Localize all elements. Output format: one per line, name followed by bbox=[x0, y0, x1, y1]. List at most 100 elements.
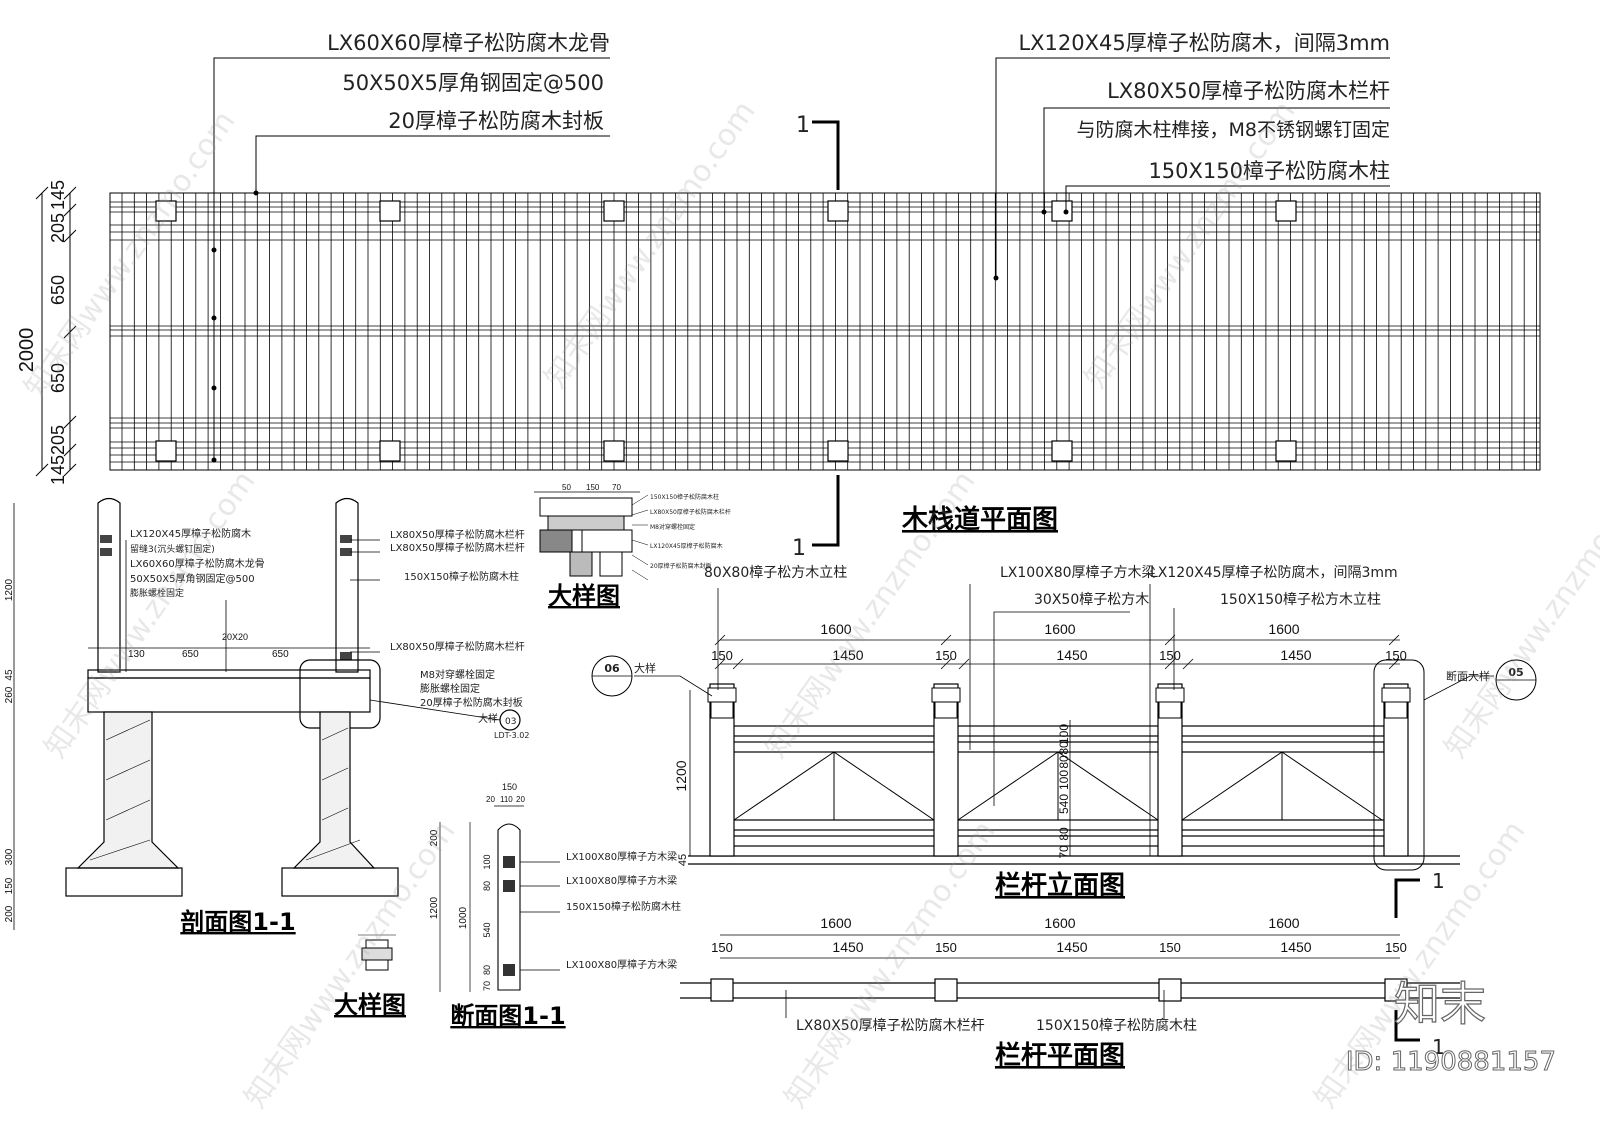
railplan-sub-2: 1450 bbox=[832, 939, 863, 955]
plan-note-right-2: LX80X50厚樟子松防腐木栏杆 bbox=[1107, 79, 1390, 103]
elev-callout-left-label: 大样 bbox=[634, 661, 656, 675]
elev-post-collar bbox=[710, 701, 734, 719]
watermark-brand: 知末 bbox=[1394, 977, 1486, 1031]
elev-note-2: LX100X80厚樟子方木梁 bbox=[1000, 564, 1156, 581]
section-note-left-1: LX120X45厚樟子松防腐木 bbox=[130, 527, 251, 540]
section-note-right-6: 膨胀螺栓固定 bbox=[420, 682, 480, 695]
railing-plan-title: 栏杆平面图 bbox=[995, 1041, 1125, 1071]
elev-brace bbox=[1181, 751, 1283, 821]
plan-note-left-3: 20厚樟子松防腐木封板 bbox=[388, 109, 604, 133]
elev-callout-left-no: 06 bbox=[604, 662, 620, 675]
elev-rdim-1: 100 bbox=[1057, 724, 1071, 744]
section-pier-right bbox=[292, 711, 376, 869]
watermark-text-1: 知末网www.znzmo.com bbox=[18, 105, 243, 405]
railplan-note-1: LX80X50厚樟子松防腐木栏杆 bbox=[796, 1017, 985, 1034]
section-detail-label: 大样 bbox=[478, 712, 498, 725]
elev-brace bbox=[1057, 751, 1159, 821]
section-note-right-3: 150X150樟子松防腐木柱 bbox=[404, 570, 519, 583]
section-dim-top-2: 650 bbox=[182, 649, 199, 660]
section-dim-left-1: 1200 bbox=[4, 578, 15, 601]
elev-section-bubble bbox=[1373, 659, 1425, 871]
section-post-left bbox=[97, 497, 121, 673]
section-note-left-5: 膨胀螺栓固定 bbox=[130, 587, 184, 599]
cross-dim-inner-4: 80 bbox=[482, 965, 492, 975]
detail-top-note-3: M8对穿螺栓固定 bbox=[650, 523, 695, 531]
cross-note-4: LX100X80厚樟子方木梁 bbox=[566, 958, 677, 971]
elev-post-collar bbox=[934, 701, 958, 719]
elev-post-collar bbox=[1384, 701, 1408, 719]
detail-small-title: 大样图 bbox=[334, 991, 406, 1019]
section-dim-left-5: 150 bbox=[4, 877, 15, 894]
elev-post-collar bbox=[1158, 701, 1182, 719]
cross-dim-left-2: 1200 bbox=[429, 896, 440, 919]
plan-joist-lines bbox=[110, 201, 1540, 463]
railplan-sub-5: 150 bbox=[1159, 940, 1181, 955]
plan-texts: LX60X60厚樟子松防腐木龙骨 50X50X5厚角钢固定@500 20厚樟子松… bbox=[16, 31, 1390, 561]
elev-span-2: 1600 bbox=[1044, 621, 1075, 637]
section-pier-left bbox=[76, 711, 180, 869]
cross-note-3: 150X150樟子松防腐木柱 bbox=[566, 900, 681, 913]
section-detail-callout bbox=[499, 709, 521, 731]
detail-top-note-2: LX80X50厚樟子松防腐木栏杆 bbox=[650, 508, 731, 516]
elev-span-3: 1600 bbox=[1268, 621, 1299, 637]
plan-dim-1: 145 bbox=[48, 180, 68, 210]
elev-rdim-5: 540 bbox=[1057, 794, 1071, 814]
section-footing-right bbox=[281, 867, 399, 897]
plan-post bbox=[1051, 440, 1073, 462]
elev-callout-right-label: 断面大样 bbox=[1446, 669, 1490, 683]
detail-small bbox=[358, 934, 396, 971]
cross-section-1-1 bbox=[439, 805, 560, 992]
section-dim-left-3: 260 bbox=[4, 686, 15, 703]
cross-texts: 150 20 110 20 200 1200 1000 100 80 540 8… bbox=[429, 782, 681, 1030]
plan-post bbox=[1275, 440, 1297, 462]
cross-post bbox=[497, 823, 521, 991]
plan-note-right-4: 150X150樟子松防腐木柱 bbox=[1148, 159, 1390, 183]
section-note-right-2: LX80X50厚樟子松防腐木栏杆 bbox=[390, 541, 525, 554]
section-dim-top-1: 130 bbox=[128, 649, 145, 660]
elev-braces bbox=[733, 751, 1383, 821]
elev-note-1: 80X80樟子松方木立柱 bbox=[704, 564, 847, 581]
elev-rdim-4: 100 bbox=[1057, 770, 1071, 790]
section-note-right-7: 20厚樟子松防腐木封板 bbox=[420, 696, 523, 709]
plan-dim-2: 205 bbox=[48, 213, 68, 243]
section-dim-left-6: 200 bbox=[4, 905, 15, 922]
elev-sub-2: 1450 bbox=[832, 647, 863, 663]
railplan-span-1: 1600 bbox=[820, 915, 851, 931]
leader-joist bbox=[213, 57, 610, 460]
cross-dim-inner-1: 100 bbox=[482, 854, 492, 869]
plan-posts bbox=[155, 200, 1297, 462]
section-cut-top bbox=[812, 120, 840, 190]
elev-base: 45 bbox=[677, 854, 689, 866]
section-note-left-3: LX60X60厚樟子松防腐木龙骨 bbox=[130, 557, 265, 570]
elev-note-3: 30X50樟子松方木 bbox=[1034, 591, 1149, 608]
plan-post bbox=[379, 440, 401, 462]
detail-top-note-5: 20厚樟子松防腐木封板 bbox=[650, 562, 712, 570]
section-cut-bottom bbox=[812, 475, 840, 547]
elev-bottom-rail bbox=[725, 819, 1385, 831]
detail-top-texts: 50 150 70 150X150樟子松防腐木柱 LX80X50厚樟子松防腐木栏… bbox=[548, 483, 731, 610]
elev-rdim-6: 80 bbox=[1057, 827, 1071, 841]
railplan-texts: 1600 1600 1600 150 1450 150 1450 150 145… bbox=[711, 915, 1445, 1071]
plan-post bbox=[1051, 200, 1073, 222]
elev-post-cap bbox=[707, 687, 737, 703]
elev-dim-ticks bbox=[714, 634, 1400, 670]
elev-rdim-3: 80 bbox=[1057, 755, 1071, 769]
plan-post bbox=[827, 440, 849, 462]
cross-note-2: LX100X80厚樟子方木梁 bbox=[566, 874, 677, 887]
leader-post bbox=[1065, 185, 1390, 212]
plan-post bbox=[603, 200, 625, 222]
watermark-text-6: 知末网www.znzmo.com bbox=[1438, 465, 1600, 765]
railplan-sub-1: 150 bbox=[711, 940, 733, 955]
railing-elevation bbox=[591, 584, 1537, 918]
watermark-text-8: 知末网www.znzmo.com bbox=[778, 815, 1003, 1115]
plan-dim-6: 145 bbox=[48, 455, 68, 485]
railplan-note-2: 150X150樟子松防腐木柱 bbox=[1036, 1017, 1197, 1034]
plan-post bbox=[603, 440, 625, 462]
elev-sub-1: 150 bbox=[711, 648, 733, 663]
section-note-right-5: M8对穿螺栓固定 bbox=[420, 668, 495, 681]
elev-note-5: 150X150樟子松方木立柱 bbox=[1220, 591, 1381, 608]
plan-post bbox=[827, 200, 849, 222]
elev-post-cap bbox=[1381, 687, 1411, 703]
section-beam bbox=[87, 677, 371, 713]
